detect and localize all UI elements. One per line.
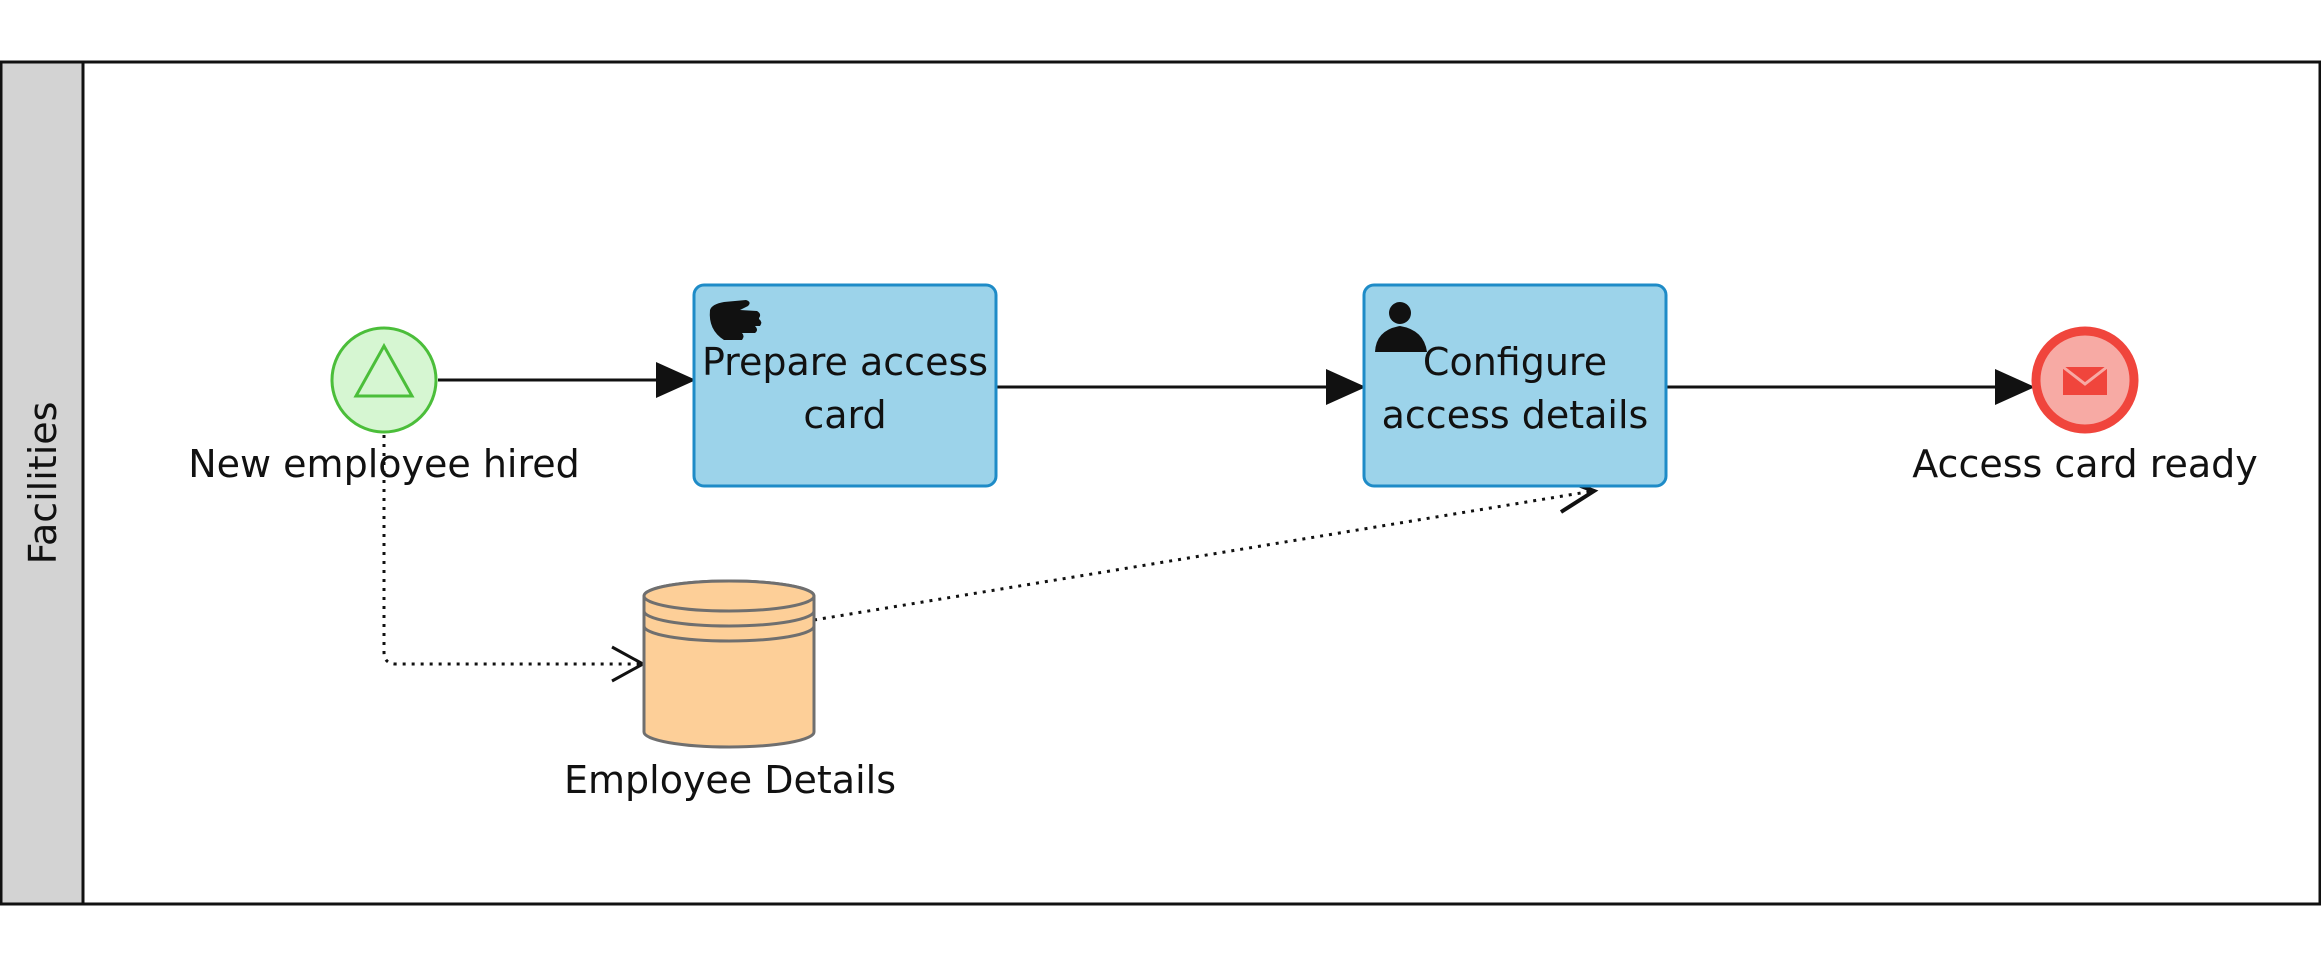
user-task-person-icon bbox=[1375, 302, 1427, 352]
task-configure-label-line1: Configure bbox=[1423, 340, 1607, 384]
data-store-ring-2 bbox=[642, 625, 816, 643]
end-event-label: Access card ready bbox=[1912, 442, 2258, 486]
lane-label: Facilities bbox=[21, 402, 65, 565]
pool-border bbox=[0, 60, 2321, 906]
task-prepare-access-card[interactable]: Prepare access card bbox=[692, 283, 998, 488]
manual-task-hand-icon bbox=[709, 300, 762, 340]
pool: Facilities bbox=[0, 60, 2321, 906]
start-event-circle[interactable] bbox=[330, 326, 438, 434]
task-configure-access-details[interactable]: Configure access details bbox=[1362, 283, 1668, 488]
end-event[interactable] bbox=[2031, 326, 2139, 434]
task-prepare-label-line2: card bbox=[803, 393, 886, 437]
data-store-ring-1 bbox=[642, 610, 816, 628]
data-store-label: Employee Details bbox=[564, 758, 896, 802]
data-store-top bbox=[642, 579, 816, 613]
lane-header bbox=[0, 60, 85, 906]
message-envelope-icon bbox=[2062, 365, 2108, 395]
task-prepare-label-line1: Prepare access bbox=[702, 340, 988, 384]
task-configure-box[interactable] bbox=[1362, 283, 1668, 488]
signal-triangle-icon bbox=[353, 342, 415, 398]
data-store-employee-details[interactable] bbox=[642, 579, 816, 749]
start-event-label: New employee hired bbox=[188, 442, 580, 486]
start-event[interactable] bbox=[330, 326, 438, 434]
task-prepare-box[interactable] bbox=[692, 283, 998, 488]
task-configure-label-line2: access details bbox=[1382, 393, 1649, 437]
